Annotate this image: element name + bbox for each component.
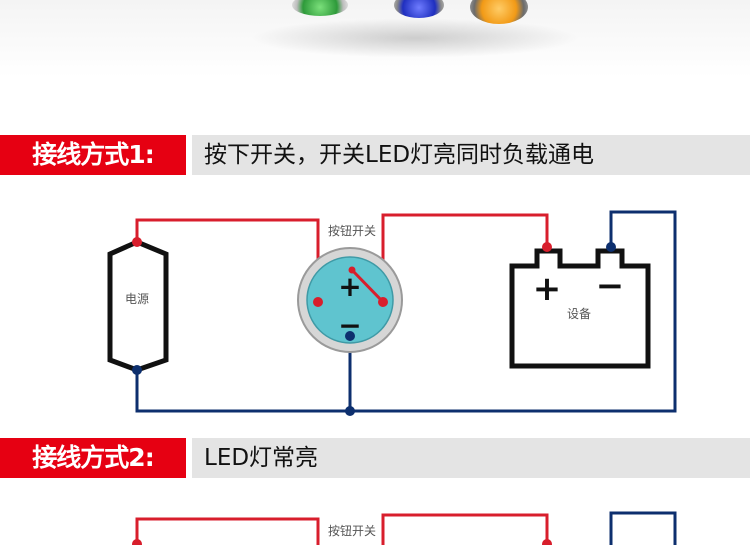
switch-right-terminal (378, 297, 388, 307)
wiring-method-1-banner: 接线方式1: 按下开关，开关LED灯亮同时负载通电 (0, 135, 750, 175)
photo-background (0, 0, 750, 110)
blue-led-button-icon (394, 0, 444, 18)
red-wire-switch-to-device-2 (381, 513, 549, 545)
power-positive-terminal-2 (132, 539, 142, 545)
device-negative-terminal (606, 242, 616, 252)
wiring-method-1-badge: 接线方式1: (0, 135, 186, 175)
red-wire-power-to-switch-2 (135, 517, 320, 545)
wiring-method-1-description: 按下开关，开关LED灯亮同时负载通电 (192, 135, 750, 175)
blue-wire-ground-2 (609, 511, 677, 545)
switch-led-terminal (348, 266, 356, 274)
power-positive-terminal (132, 237, 142, 247)
wiring-method-2-banner: 接线方式2: LED灯常亮 (0, 438, 750, 478)
wiring-method-2-badge: 接线方式2: (0, 438, 186, 478)
led-jumper-wire (350, 268, 385, 304)
switch-ground-terminal (345, 331, 355, 341)
power-source-label: 电源 (125, 292, 149, 306)
switch-label: 按钮开关 (328, 223, 376, 238)
switch-label-2: 按钮开关 (328, 523, 376, 538)
device-label: 设备 (567, 307, 591, 321)
wiring-diagram-2: 按钮开关 (132, 511, 677, 545)
switch-minus-sign: − (338, 309, 361, 342)
product-photo-strip (0, 0, 750, 110)
green-led-button-icon (292, 0, 348, 16)
switch-face (306, 256, 394, 344)
power-negative-terminal (132, 365, 142, 375)
blue-wire-ground (135, 210, 677, 413)
device-positive-terminal (542, 242, 552, 252)
device-minus-sign: − (596, 266, 625, 306)
device-plus-sign: + (533, 269, 562, 309)
device-positive-terminal-2 (542, 539, 552, 545)
power-source-symbol (107, 239, 169, 373)
ground-junction (345, 406, 355, 416)
red-wire-switch-to-device (381, 213, 549, 302)
photo-shadow (250, 18, 580, 58)
wiring-diagram-1: 电源 按钮开关 + − + − 设备 (107, 210, 677, 416)
switch-plus-sign: + (338, 270, 361, 303)
switch-left-terminal (313, 297, 323, 307)
device-load-symbol (509, 248, 651, 369)
wiring-method-2-description: LED灯常亮 (192, 438, 750, 478)
